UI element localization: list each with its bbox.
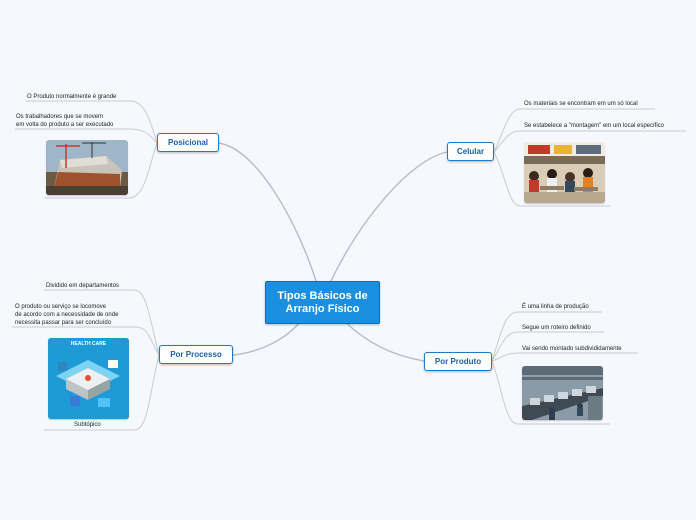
produto-item-3[interactable]: Vai sendo montado subdivididamente bbox=[522, 346, 622, 352]
ship-construction-image bbox=[46, 140, 128, 195]
processo-item-1[interactable]: Dividido em departamentos bbox=[46, 283, 120, 289]
hospital-isometric-image: HEALTH CARE bbox=[48, 338, 129, 419]
processo-item-2[interactable]: O produto ou serviço se locomove de acor… bbox=[15, 304, 119, 326]
posicional-item-2[interactable]: Os trabalhadores que se movem em volta d… bbox=[16, 114, 114, 128]
celular-item-2[interactable]: Se estabelece a "montagem" em um local e… bbox=[524, 123, 664, 129]
topic-posicional-label: Posicional bbox=[167, 138, 208, 147]
topic-por-processo-label: Por Processo bbox=[170, 350, 222, 359]
food-court-image bbox=[524, 142, 605, 203]
assembly-line-image bbox=[522, 366, 603, 420]
topic-celular[interactable]: Celular bbox=[447, 142, 494, 161]
topic-por-produto[interactable]: Por Produto bbox=[424, 352, 492, 371]
processo-subtopic[interactable]: Subtópico bbox=[74, 422, 101, 428]
posicional-item-1[interactable]: O Produto normalmente é grande bbox=[27, 94, 117, 100]
central-topic[interactable]: Tipos Básicos de Arranjo Físico bbox=[265, 281, 380, 324]
topic-por-produto-label: Por Produto bbox=[434, 357, 482, 366]
topic-por-processo[interactable]: Por Processo bbox=[159, 345, 233, 364]
central-topic-label: Tipos Básicos de Arranjo Físico bbox=[277, 289, 368, 315]
produto-item-2[interactable]: Segue um roteiro definido bbox=[522, 325, 591, 331]
health-care-caption: HEALTH CARE bbox=[70, 341, 107, 347]
produto-item-1[interactable]: É uma linha de produção bbox=[522, 304, 589, 310]
celular-item-1[interactable]: Os materiais se encontram em um só local bbox=[524, 101, 638, 107]
topic-celular-label: Celular bbox=[456, 147, 485, 156]
topic-posicional[interactable]: Posicional bbox=[157, 133, 219, 152]
